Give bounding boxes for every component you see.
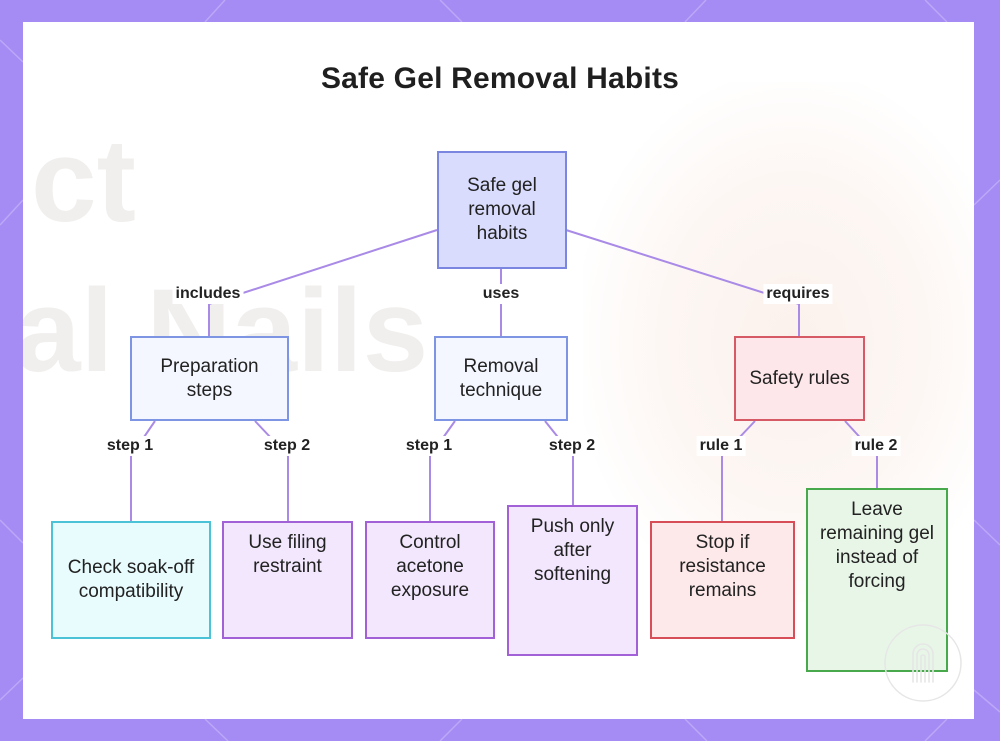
node-preparation-steps: Preparation steps bbox=[130, 336, 289, 421]
edge-label-prep-step2: step 2 bbox=[260, 436, 314, 456]
node-control-acetone-label: Control acetone exposure bbox=[390, 532, 470, 601]
node-check-soak-off: Check soak-off compatibility bbox=[51, 521, 211, 639]
edge-label-removal-step1: step 1 bbox=[402, 436, 456, 456]
nail-brand-icon bbox=[884, 624, 962, 702]
edge-prep-step1 bbox=[130, 420, 156, 522]
node-preparation-steps-label: Preparation steps bbox=[160, 355, 259, 401]
node-stop-if-resistance: Stop if resistance remains bbox=[650, 521, 795, 639]
edge-label-removal-step2: step 2 bbox=[545, 436, 599, 456]
edge-removal-step1 bbox=[429, 420, 456, 522]
edge-requires bbox=[565, 229, 800, 337]
node-use-filing-restraint: Use filing restraint bbox=[222, 521, 353, 639]
node-leave-remaining-gel-label: Leave remaining gel instead of forcing bbox=[819, 499, 935, 592]
edge-label-uses: uses bbox=[479, 284, 523, 304]
node-push-after-softening-label: Push only after softening bbox=[530, 516, 615, 585]
edge-safety-rule1 bbox=[721, 420, 756, 522]
edge-label-includes: includes bbox=[172, 284, 244, 304]
node-safety-rules-label: Safety rules bbox=[749, 367, 850, 389]
node-stop-if-resistance-label: Stop if resistance remains bbox=[679, 532, 766, 601]
edge-prep-step2 bbox=[254, 420, 289, 522]
background-text-line-1: ct bbox=[31, 115, 136, 247]
edge-safety-rule2 bbox=[844, 420, 878, 489]
edge-label-prep-step1: step 1 bbox=[103, 436, 157, 456]
edge-label-safety-rule1: rule 1 bbox=[696, 436, 746, 456]
node-removal-technique-label: Removal technique bbox=[459, 355, 543, 401]
edge-includes bbox=[208, 229, 438, 337]
node-push-after-softening: Push only after softening bbox=[507, 505, 638, 656]
edge-removal-step2 bbox=[544, 420, 574, 506]
node-removal-technique: Removal technique bbox=[434, 336, 568, 421]
node-use-filing-restraint-label: Use filing restraint bbox=[248, 532, 327, 577]
diagram-title: Safe Gel Removal Habits bbox=[320, 62, 680, 95]
node-leave-remaining-gel: Leave remaining gel instead of forcing bbox=[806, 488, 948, 672]
edge-label-safety-rule2: rule 2 bbox=[851, 436, 901, 456]
node-root-label: Safe gel removal habits bbox=[467, 175, 537, 244]
node-control-acetone: Control acetone exposure bbox=[365, 521, 495, 639]
node-root: Safe gel removal habits bbox=[437, 151, 567, 269]
node-check-soak-off-label: Check soak-off compatibility bbox=[67, 557, 195, 602]
node-safety-rules: Safety rules bbox=[734, 336, 865, 421]
edge-label-requires: requires bbox=[763, 284, 833, 304]
